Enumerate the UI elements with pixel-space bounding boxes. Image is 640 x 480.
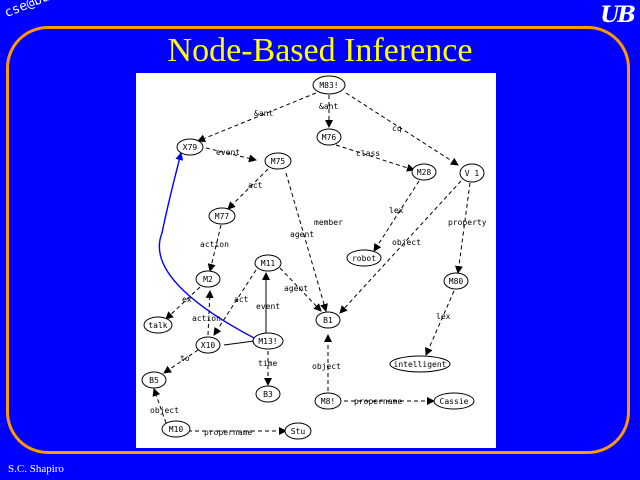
edge-m75-m77 [227, 168, 269, 210]
edge-x10-m2 [205, 290, 214, 336]
node-label: B3 [263, 390, 273, 399]
node-m76 [316, 128, 342, 146]
edge-m13-x79-highlight [158, 152, 257, 340]
node-label: X79 [183, 143, 198, 152]
node-label: B1 [323, 316, 333, 325]
edge-label: propername [204, 428, 252, 437]
edge-label: lex [389, 206, 404, 215]
edge-label: object [312, 362, 341, 371]
node-robot [346, 249, 382, 267]
edge-m10-b5 [152, 388, 167, 424]
edge-label: &ant [254, 109, 273, 118]
node-label: M77 [215, 212, 230, 221]
node-m75 [264, 152, 292, 170]
node-b3 [255, 385, 281, 403]
node-label: X10 [201, 341, 216, 350]
edge-m11-x10 [213, 269, 257, 336]
node-label: M8! [321, 397, 335, 406]
edge-x79-m75 [205, 147, 257, 163]
edge-label: action [200, 240, 229, 249]
node-v1 [459, 163, 485, 183]
edge-m11-b1 [279, 267, 322, 312]
edge-label: ex [182, 295, 192, 304]
node-m83 [312, 75, 346, 95]
edge-label: agent [284, 284, 308, 293]
edge-label: time [258, 359, 277, 368]
edge-m77-m2 [207, 224, 222, 272]
edge-m2-talk [165, 286, 201, 320]
edge-label: &ant [319, 102, 338, 111]
network-diagram: &ant &ant cq event class act lex propert… [136, 73, 496, 448]
node-cassie [433, 392, 475, 410]
edge-label: act [248, 181, 263, 190]
edge-m83-v1 [345, 92, 459, 166]
edge-v1-b1 [339, 180, 462, 314]
node-label: M76 [322, 133, 337, 142]
edge-m83-x79 [197, 92, 317, 143]
edge-label: event [216, 148, 240, 157]
edge-v1-m80 [454, 182, 471, 274]
node-intelligent [389, 355, 451, 373]
edge-label: act [234, 295, 249, 304]
node-label: talk [148, 321, 167, 330]
node-x79 [176, 138, 204, 156]
edge-m13-x10 [223, 340, 255, 346]
node-b5 [141, 371, 167, 389]
node-label: M80 [449, 277, 464, 286]
slide-title: Node-Based Inference [167, 32, 473, 69]
node-m8 [314, 392, 342, 410]
node-talk [143, 316, 173, 334]
node-m80 [443, 272, 469, 290]
edge-label: member [314, 218, 343, 227]
edge-label: property [448, 218, 487, 227]
edge-label: class [356, 149, 380, 158]
edge-label: action [192, 314, 221, 323]
node-label: M10 [169, 425, 184, 434]
edge-label: object [150, 406, 179, 415]
node-m28 [411, 163, 437, 181]
edge-label: event [256, 302, 280, 311]
site-tag: cse@buffalo [2, 0, 87, 21]
network-svg: &ant &ant cq event class act lex propert… [141, 75, 487, 440]
node-m10 [161, 420, 191, 438]
edge-label: propername [354, 397, 402, 406]
node-label: V 1 [465, 169, 480, 178]
edge-label: agent [290, 230, 314, 239]
node-label: M13! [258, 337, 277, 346]
node-label: M28 [417, 168, 432, 177]
node-b1 [315, 311, 341, 329]
ub-logo: UB [600, 2, 636, 28]
edge-label: cq [392, 124, 402, 133]
node-m77 [208, 207, 236, 225]
edge-m80-intelligent [425, 290, 455, 356]
edge-label: object [392, 238, 421, 247]
node-m2 [195, 270, 221, 288]
node-label: intelligent [394, 360, 447, 369]
node-label: M83! [319, 81, 338, 90]
node-label: M75 [271, 157, 286, 166]
node-m13 [252, 332, 284, 350]
node-label: Stu [291, 427, 306, 436]
node-stu [284, 422, 312, 440]
node-m11 [254, 254, 282, 272]
edge-label: lex [436, 312, 451, 321]
slide-frame [6, 26, 630, 454]
edge-m75-b1 [285, 172, 328, 312]
node-label: robot [352, 254, 376, 263]
node-label: M2 [203, 275, 213, 284]
node-label: B5 [149, 376, 159, 385]
author-credit: S.C. Shapiro [8, 463, 64, 475]
edge-label: to [180, 354, 190, 363]
node-x10 [195, 336, 221, 354]
node-label: Cassie [440, 397, 469, 406]
node-label: M11 [261, 259, 276, 268]
